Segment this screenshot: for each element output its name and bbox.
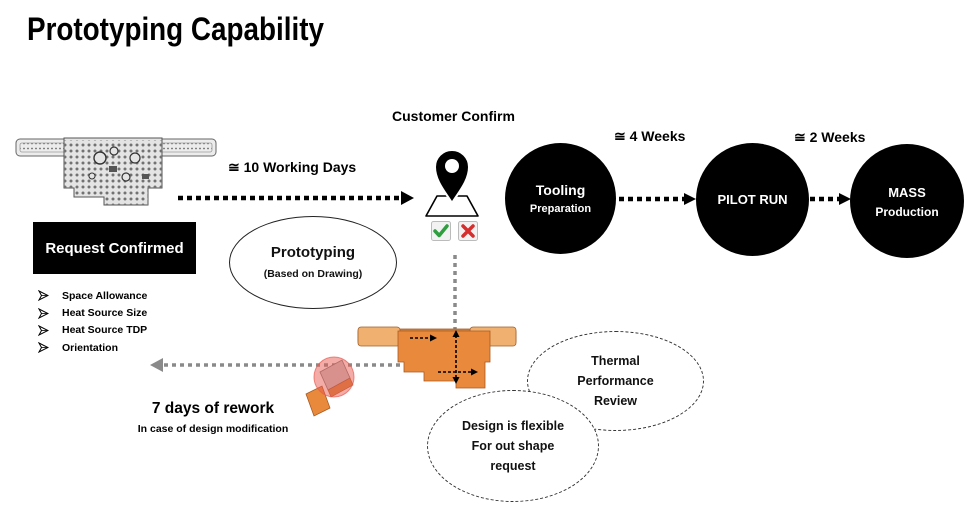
- cold-plate-image: [15, 137, 217, 206]
- rework-arrow: [150, 358, 400, 372]
- request-confirmed-box: Request Confirmed: [33, 222, 196, 274]
- rework-part-image: [305, 356, 355, 417]
- design-flexible-ellipse: Design is flexible For out shape request: [427, 390, 599, 502]
- check-icon: [431, 221, 451, 241]
- arrow-to-mass-production: [810, 193, 851, 205]
- four-weeks-label: ≅ 4 Weeks: [614, 128, 686, 144]
- list-item-label: Orientation: [62, 341, 119, 354]
- design-flexible-line: request: [490, 459, 536, 473]
- working-days-label: ≅ 10 Working Days: [228, 159, 357, 175]
- arrow-bullet-icon: [38, 342, 49, 354]
- arrow-to-pilot-run: [619, 193, 696, 205]
- customer-confirm-label: Customer Confirm: [392, 108, 515, 124]
- thermal-review-line: Review: [593, 394, 638, 408]
- list-item: Heat Source TDP: [38, 322, 147, 339]
- requirements-list: Space Allowance Heat Source Size Heat So…: [38, 287, 147, 357]
- rework-subtitle: In case of design modification: [137, 423, 289, 435]
- two-weeks-label: ≅ 2 Weeks: [794, 129, 866, 145]
- arrow-bullet-icon: [38, 290, 49, 302]
- mass-subtitle: Production: [875, 204, 939, 219]
- design-flexible-line: Design is flexible: [461, 419, 565, 433]
- mass-production-step: MASS Production: [850, 144, 964, 258]
- tooling-subtitle: Preparation: [529, 203, 592, 215]
- rework-title: 7 days of rework: [151, 400, 275, 417]
- arrow-to-customer-confirm: [178, 191, 414, 205]
- design-flexible-line: For out shape: [471, 439, 555, 453]
- arrow-bullet-icon: [38, 324, 49, 336]
- request-confirmed-label: Request Confirmed: [45, 239, 184, 257]
- pilot-run-step: PILOT RUN: [696, 143, 809, 256]
- mass-title: MASS: [888, 184, 926, 200]
- x-icon: [458, 221, 478, 241]
- pilot-run-title: PILOT RUN: [717, 191, 788, 207]
- prototyping-ellipse: Prototyping (Based on Drawing): [229, 216, 397, 309]
- list-item-label: Heat Source TDP: [62, 324, 148, 337]
- arrow-bullet-icon: [38, 307, 49, 319]
- list-item: Space Allowance: [38, 287, 147, 304]
- prototyping-subtitle: (Based on Drawing): [263, 268, 363, 280]
- list-item: Heat Source Size: [38, 304, 147, 321]
- rework-note: 7 days of rework In case of design modif…: [110, 399, 316, 436]
- location-pin-icon: [425, 149, 479, 217]
- page-title: Prototyping Capability: [27, 11, 324, 47]
- list-item-label: Space Allowance: [62, 289, 148, 302]
- copper-heatsink-image: [357, 326, 517, 389]
- thermal-review-line: Thermal: [591, 354, 640, 368]
- list-item: Orientation: [38, 339, 147, 356]
- prototyping-title: Prototyping: [270, 244, 356, 261]
- tooling-title: Tooling: [535, 182, 586, 198]
- tooling-step: Tooling Preparation: [505, 143, 616, 254]
- thermal-review-line: Performance: [577, 374, 654, 388]
- list-item-label: Heat Source Size: [62, 307, 148, 320]
